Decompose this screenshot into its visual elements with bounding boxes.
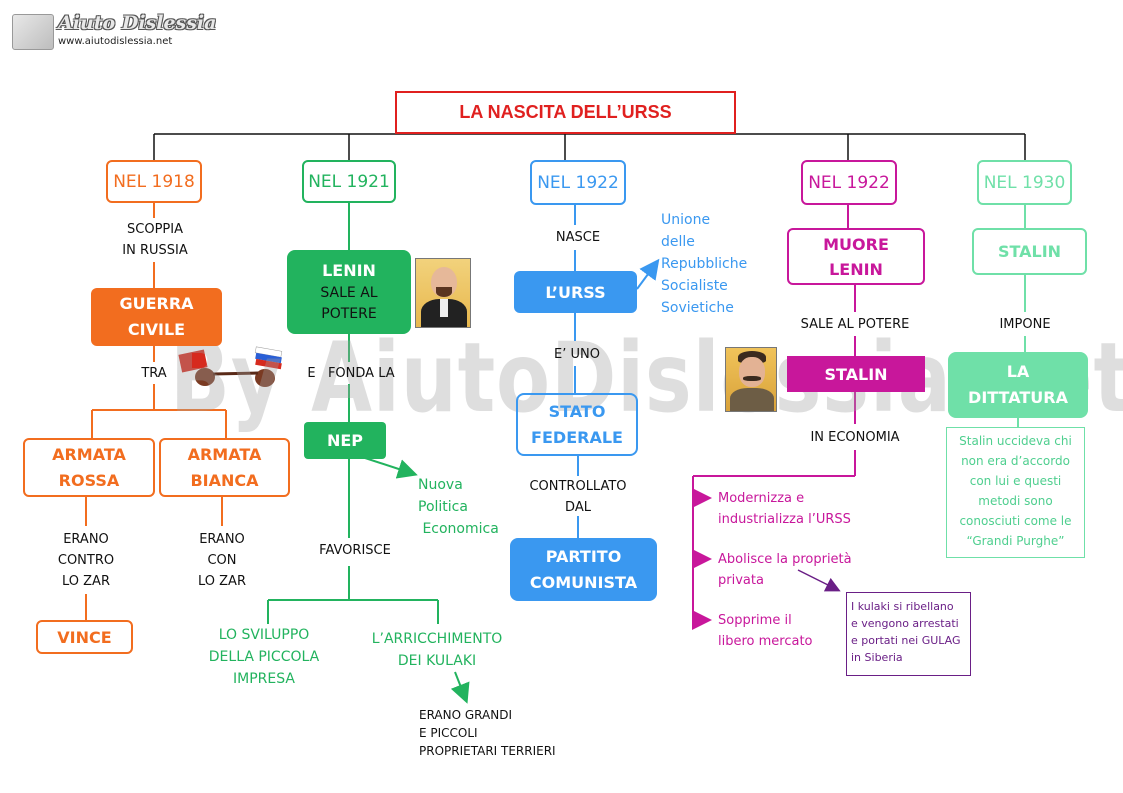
aiutodislessia-logo-icon (12, 14, 54, 50)
lenin-death-label: MUORE LENIN (823, 234, 889, 279)
stalin-label: STALIN (824, 364, 888, 384)
page-title: LA NASCITA DELL’URSS (395, 91, 736, 134)
nep-meaning: Nuova Politica Economica (418, 477, 499, 537)
connector-tra: TRA (141, 366, 167, 381)
civil-war-flags-icon (178, 346, 283, 387)
year-1922-urss-box: NEL 1922 (530, 160, 626, 205)
connector-scoppia: SCOPPIA IN RUSSIA (122, 222, 188, 258)
dictatorship-label: LA DITTATURA (968, 362, 1068, 407)
year-1921-label: NEL 1921 (308, 171, 390, 192)
dictatorship-box: LA DITTATURA (948, 352, 1088, 418)
connector-favorisce: FAVORISCE (319, 543, 391, 558)
connector-impone: IMPONE (999, 317, 1051, 332)
connector-e-uno: E’ UNO (554, 347, 600, 362)
lenin-portrait (415, 258, 471, 328)
stalin-box: STALIN (787, 356, 925, 392)
kulaks-description: ERANO GRANDI E PICCOLI PROPRIETARI TERRI… (419, 708, 556, 758)
red-army-label: ARMATA ROSSA (52, 444, 126, 490)
white-army-description: ERANO CON LO ZAR (198, 532, 246, 589)
small-business-text: LO SVILUPPO DELLA PICCOLA IMPRESA (208, 627, 320, 687)
communist-party-box: PARTITO COMUNISTA (510, 538, 657, 601)
logo-url: www.aiutodislessia.net (58, 36, 173, 47)
white-army-label: ARMATA BIANCA (187, 444, 262, 490)
nep-box: NEP (304, 422, 386, 459)
lenin-box: LENIN SALE AL POTERE (287, 250, 411, 334)
economy-item-modernize: Modernizza e industrializza l’URSS (718, 491, 851, 527)
kulak-note-box: I kulaki si ribellano e vengono arrestat… (846, 592, 971, 676)
great-purges-text: Stalin uccideva chi non era d’accordo co… (959, 434, 1072, 548)
urss-full-name: Unione delle Repubbliche Socialiste Sovi… (661, 212, 748, 316)
federal-state-label: STATO FEDERALE (531, 401, 623, 447)
logo-name: Aiuto Dislessia (58, 12, 217, 34)
year-1930-box: NEL 1930 (977, 160, 1072, 205)
red-army-description: ERANO CONTRO LO ZAR (57, 532, 115, 589)
page-title-text: LA NASCITA DELL’URSS (459, 102, 672, 122)
year-1921-box: NEL 1921 (302, 160, 396, 203)
economy-item-suppress-market: Sopprime il libero mercato (718, 613, 813, 649)
connector-nasce: NASCE (555, 230, 601, 245)
kulaks-enrichment-text: L’ARRICCHIMENTO DEI KULAKI (371, 631, 503, 669)
year-1922-urss-label: NEL 1922 (537, 172, 619, 193)
year-1918-box: NEL 1918 (106, 160, 202, 203)
year-1922-lenin-box: NEL 1922 (801, 160, 897, 205)
kulak-note-text: I kulaki si ribellano e vengono arrestat… (851, 600, 961, 664)
connector-sale-al-potere: SALE AL POTERE (800, 317, 910, 332)
lenin-action: SALE AL POTERE (320, 285, 378, 322)
red-army-box: ARMATA ROSSA (23, 438, 155, 497)
economy-item-abolish-property: Abolisce la proprietà privata (718, 552, 852, 588)
urss-box: L’URSS (514, 271, 637, 313)
lenin-death-box: MUORE LENIN (787, 228, 925, 285)
year-1918-label: NEL 1918 (113, 171, 195, 192)
white-army-box: ARMATA BIANCA (159, 438, 290, 497)
year-1922-lenin-label: NEL 1922 (808, 172, 890, 193)
connector-in-economia: IN ECONOMIA (810, 430, 900, 445)
federal-state-box: STATO FEDERALE (516, 393, 638, 456)
lenin-name: LENIN (322, 261, 376, 280)
civil-war-label: GUERRA CIVILE (119, 294, 194, 339)
stalin-portrait (725, 347, 777, 412)
connector-controllato: CONTROLLATO DAL (529, 479, 627, 515)
vince-label: VINCE (57, 627, 112, 647)
year-1930-label: NEL 1930 (983, 172, 1066, 193)
stalin-1930-label: STALIN (997, 242, 1062, 261)
connector-fonda: E FONDA LA (307, 366, 395, 381)
communist-party-label: PARTITO COMUNISTA (529, 546, 638, 592)
stalin-1930-box: STALIN (972, 228, 1087, 275)
urss-label: L’URSS (545, 282, 606, 302)
great-purges-box: Stalin uccideva chi non era d’accordo co… (946, 427, 1085, 558)
vince-box: VINCE (36, 620, 133, 654)
civil-war-box: GUERRA CIVILE (91, 288, 222, 346)
nep-label: NEP (326, 431, 364, 450)
